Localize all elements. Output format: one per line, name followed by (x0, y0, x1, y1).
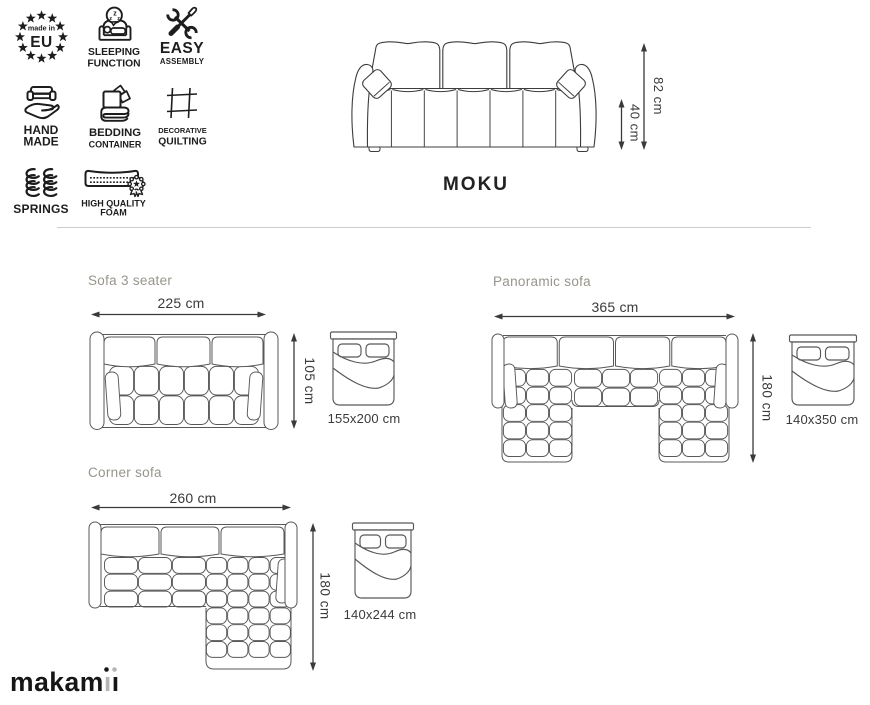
svg-text:HAND: HAND (24, 123, 59, 137)
svg-text:z: z (117, 16, 120, 22)
svg-text:z: z (109, 16, 112, 22)
svg-text:82 cm: 82 cm (651, 77, 666, 115)
svg-text:140x244 cm: 140x244 cm (344, 607, 417, 622)
svg-text:CONTAINER: CONTAINER (89, 140, 142, 150)
svg-text:SPRINGS: SPRINGS (13, 202, 68, 216)
svg-text:260 cm: 260 cm (169, 490, 216, 506)
svg-text:MOKU: MOKU (443, 174, 509, 195)
svg-text:40 cm: 40 cm (628, 104, 643, 142)
svg-text:Corner sofa: Corner sofa (88, 465, 162, 480)
svg-text:ASSEMBLY: ASSEMBLY (160, 57, 205, 66)
svg-text:EASY: EASY (160, 40, 204, 57)
svg-text:Sofa 3 seater: Sofa 3 seater (88, 273, 172, 288)
svg-text:105 cm: 105 cm (302, 357, 317, 404)
svg-text:180 cm: 180 cm (760, 374, 775, 421)
svg-text:140x350 cm: 140x350 cm (786, 412, 859, 427)
svg-text:365 cm: 365 cm (591, 299, 638, 315)
svg-text:155x200 cm: 155x200 cm (328, 411, 401, 426)
svg-text:makamıı: makamıı (10, 667, 120, 697)
svg-text:z: z (113, 11, 117, 18)
svg-text:225 cm: 225 cm (157, 295, 204, 311)
svg-text:BEDDING: BEDDING (89, 127, 141, 139)
svg-text:MADE: MADE (23, 135, 58, 149)
svg-text:FOAM: FOAM (100, 208, 127, 218)
svg-text:FUNCTION: FUNCTION (87, 59, 140, 70)
svg-text:EU: EU (30, 34, 53, 51)
svg-text:QUILTING: QUILTING (158, 137, 206, 148)
svg-text:made in: made in (28, 24, 55, 33)
svg-text:180 cm: 180 cm (318, 572, 333, 619)
svg-text:HIGH QUALITY: HIGH QUALITY (81, 199, 146, 209)
svg-text:SLEEPING: SLEEPING (88, 47, 140, 58)
svg-text:Panoramic sofa: Panoramic sofa (493, 274, 591, 289)
svg-text:DECORATIVE: DECORATIVE (158, 126, 207, 135)
